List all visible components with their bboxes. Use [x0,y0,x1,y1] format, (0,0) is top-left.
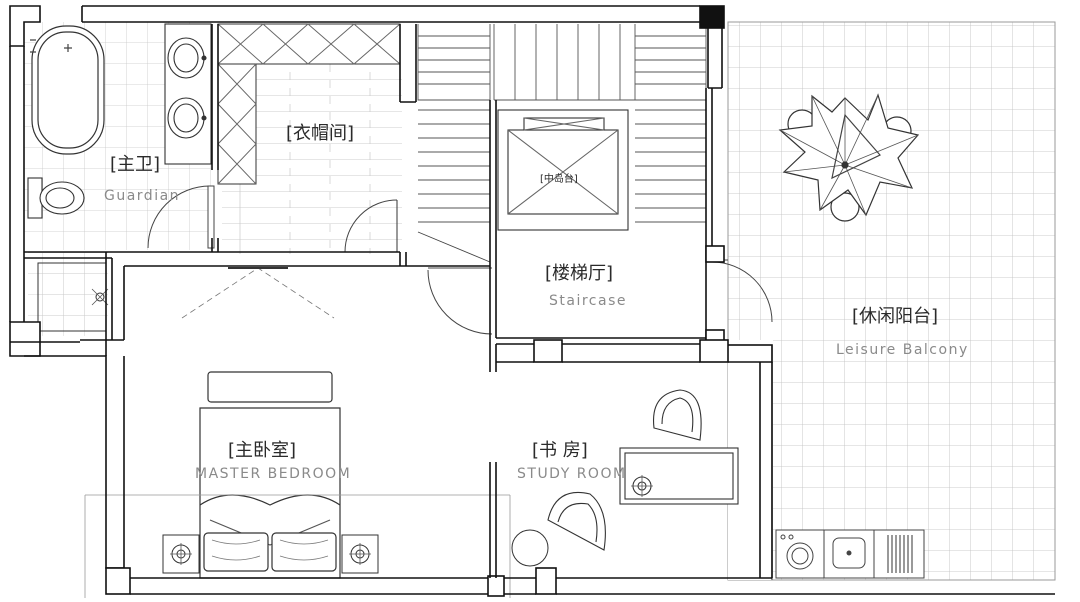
leisure-balcony-label: [休闲阳台] [852,306,938,327]
cloakroom-door-icon [344,199,398,253]
wardrobe-icon [217,23,401,185]
nightstand-lamp-icon [162,534,379,574]
shower-icon [37,262,109,332]
bath-door-icon [147,185,215,249]
side-table-icon [511,529,549,567]
drain-rack-icon [873,529,925,579]
desk-icon [619,447,739,505]
armchair-icon [547,389,702,551]
study-label: [书 房] [532,440,588,461]
master-bath-en-label: Guardian [104,188,180,204]
master-bath-label: [主卫] [110,154,160,175]
master-bedroom-label: [主卧室] [228,440,296,461]
leisure-balcony-en-label: Leisure Balcony [836,342,969,358]
bathtub-icon [30,25,105,155]
stair-hall-label: [楼梯厅] [545,263,613,284]
staircase-icon [417,24,707,263]
island-label: [中岛台] [540,172,578,185]
umbrella-table-icon [778,93,920,222]
washing-machine-icon [775,529,825,579]
sink-icon [823,529,875,579]
study-en-label: STUDY ROOM [517,466,627,482]
walls [9,5,1055,597]
bed-icon [199,371,341,579]
stair-hall-en-label: Staircase [549,293,627,309]
bedroom-lines [181,267,335,319]
balcony-floor [727,21,1056,581]
bedroom-rug-outline-left [84,495,511,598]
master-bedroom-en-label: MASTER BEDROOM [195,466,351,482]
toilet-icon [27,177,85,219]
island-table-icon [497,109,629,231]
vanity-icon [164,23,212,165]
cloakroom-label: [衣帽间] [286,123,354,144]
